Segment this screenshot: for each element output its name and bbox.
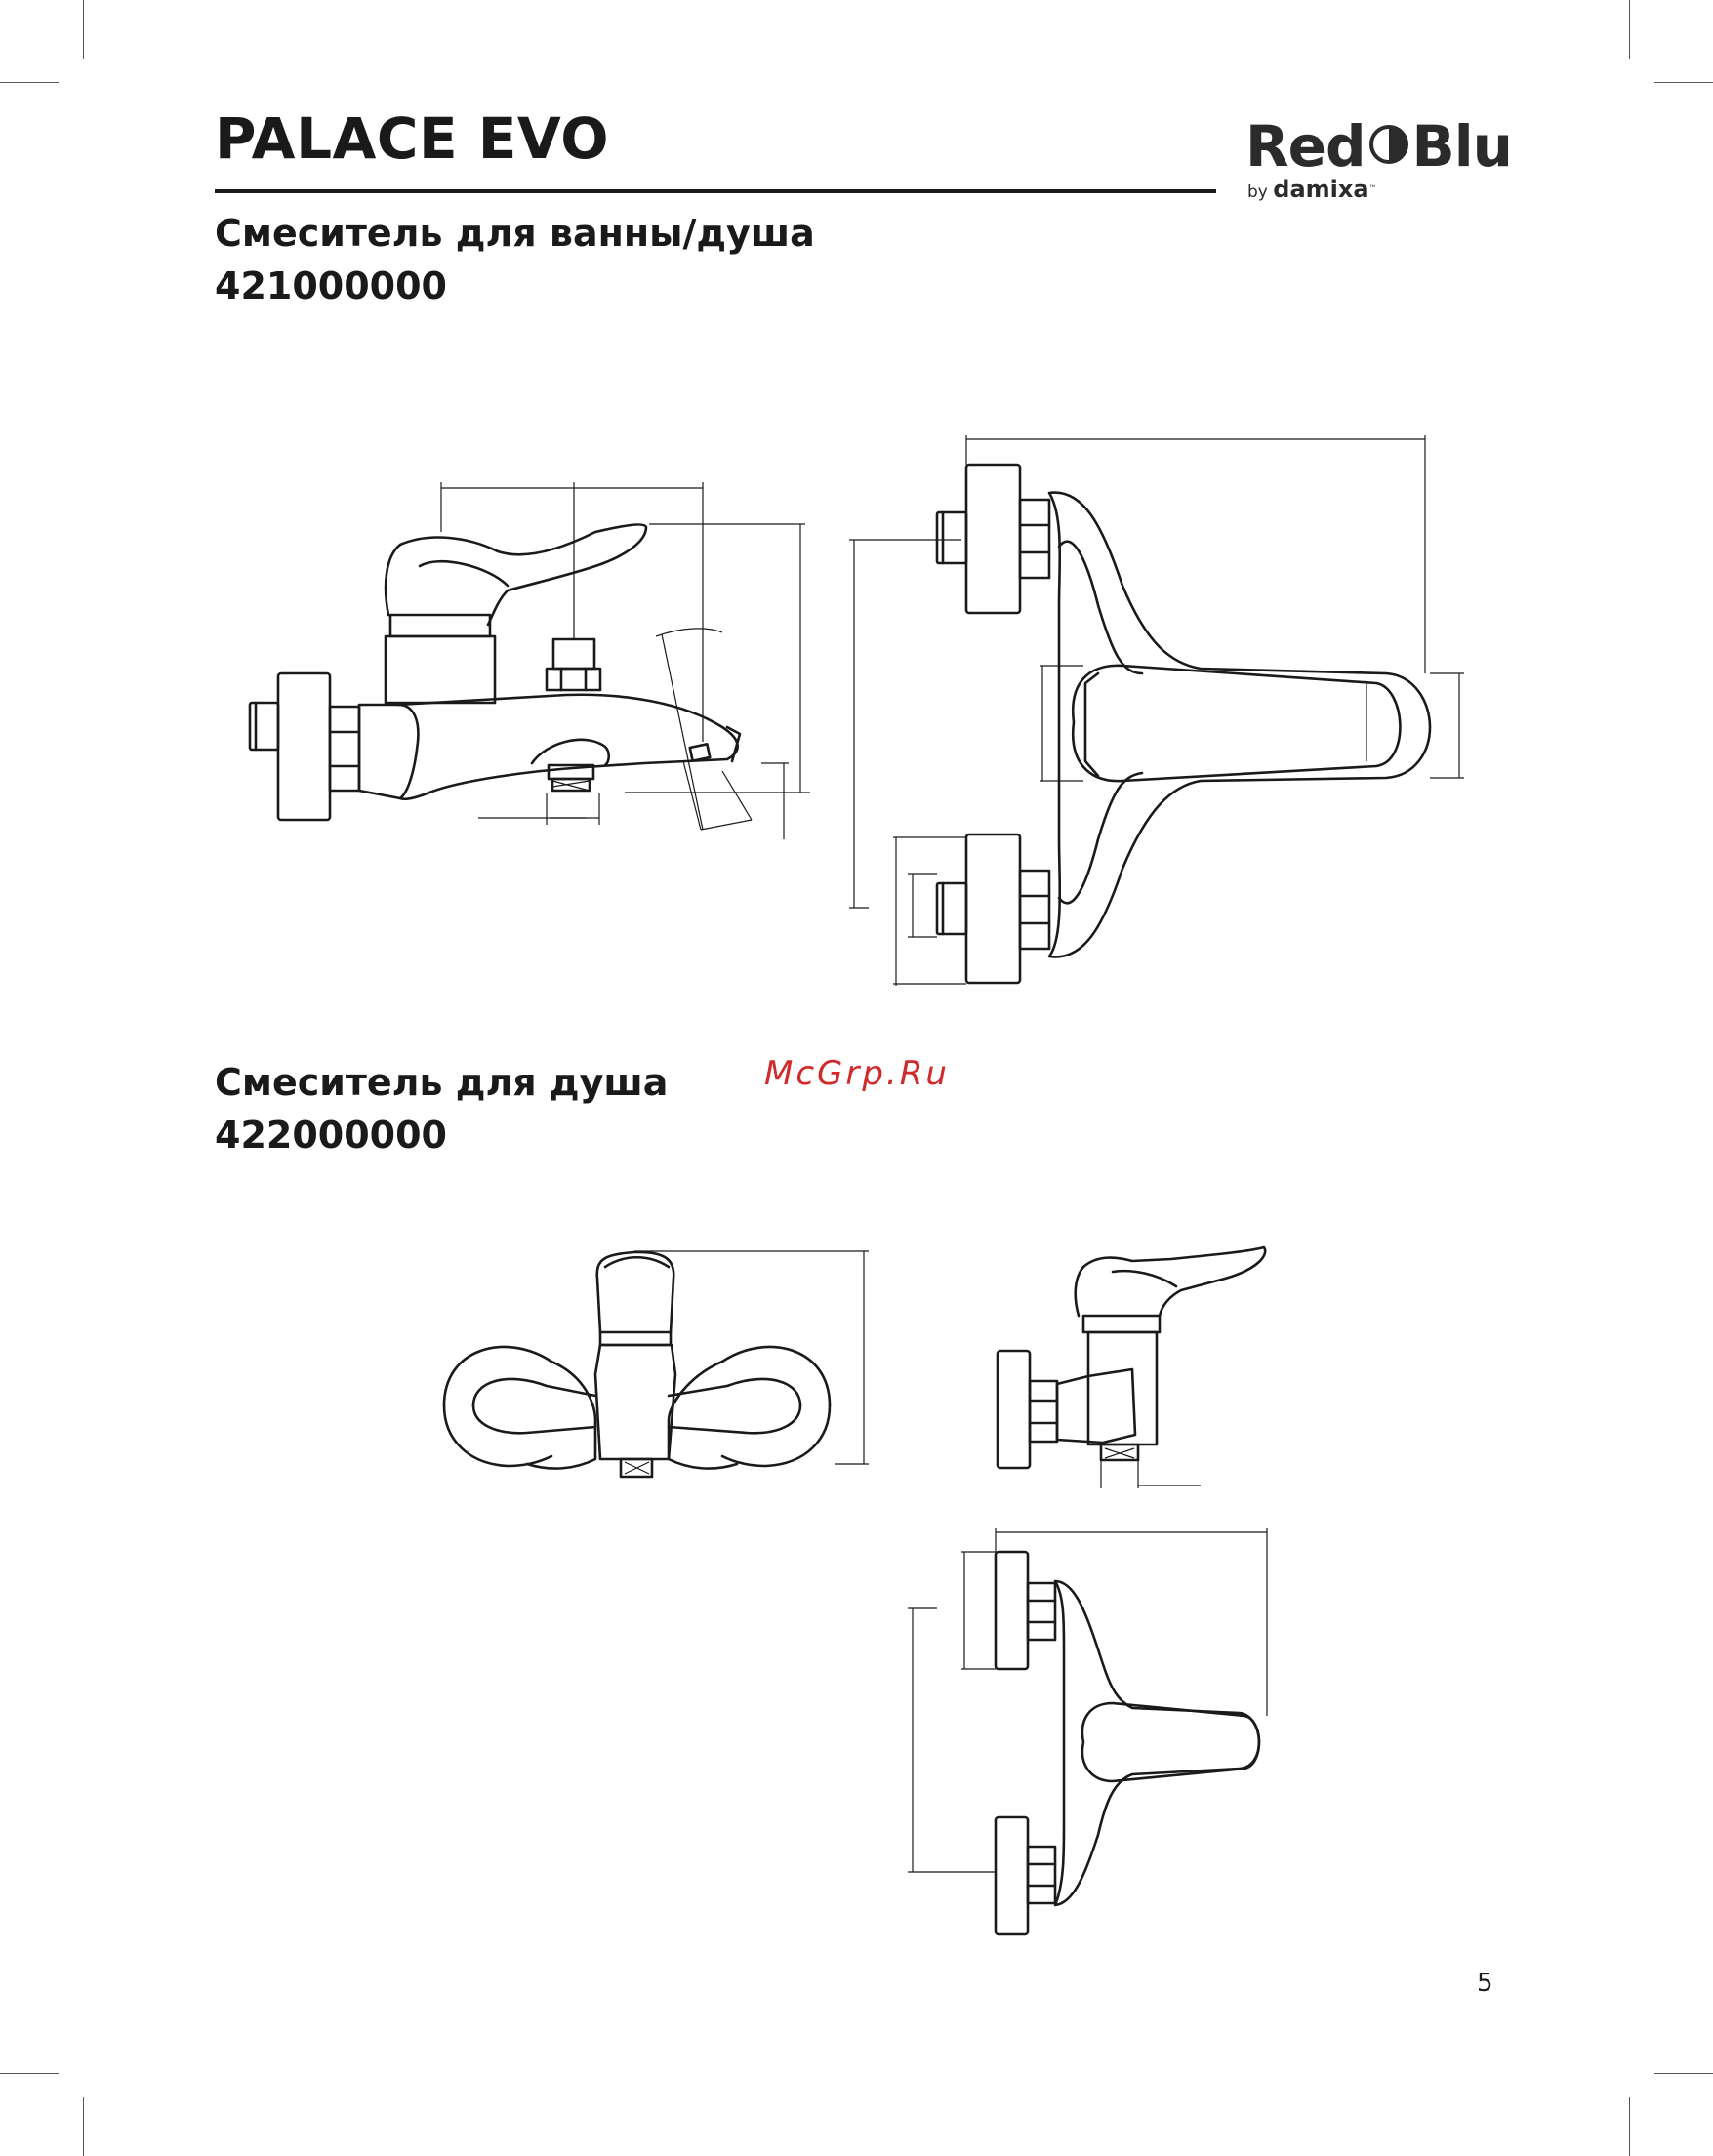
- page-number: 5: [1477, 1969, 1493, 1998]
- shower-mixer-front-view: [444, 1251, 869, 1477]
- bath-mixer-top-view: [849, 435, 1464, 986]
- shower-mixer-side-view: [998, 1247, 1265, 1488]
- bath-mixer-side-view: [250, 482, 810, 839]
- shower-mixer-top-view: [908, 1528, 1267, 1934]
